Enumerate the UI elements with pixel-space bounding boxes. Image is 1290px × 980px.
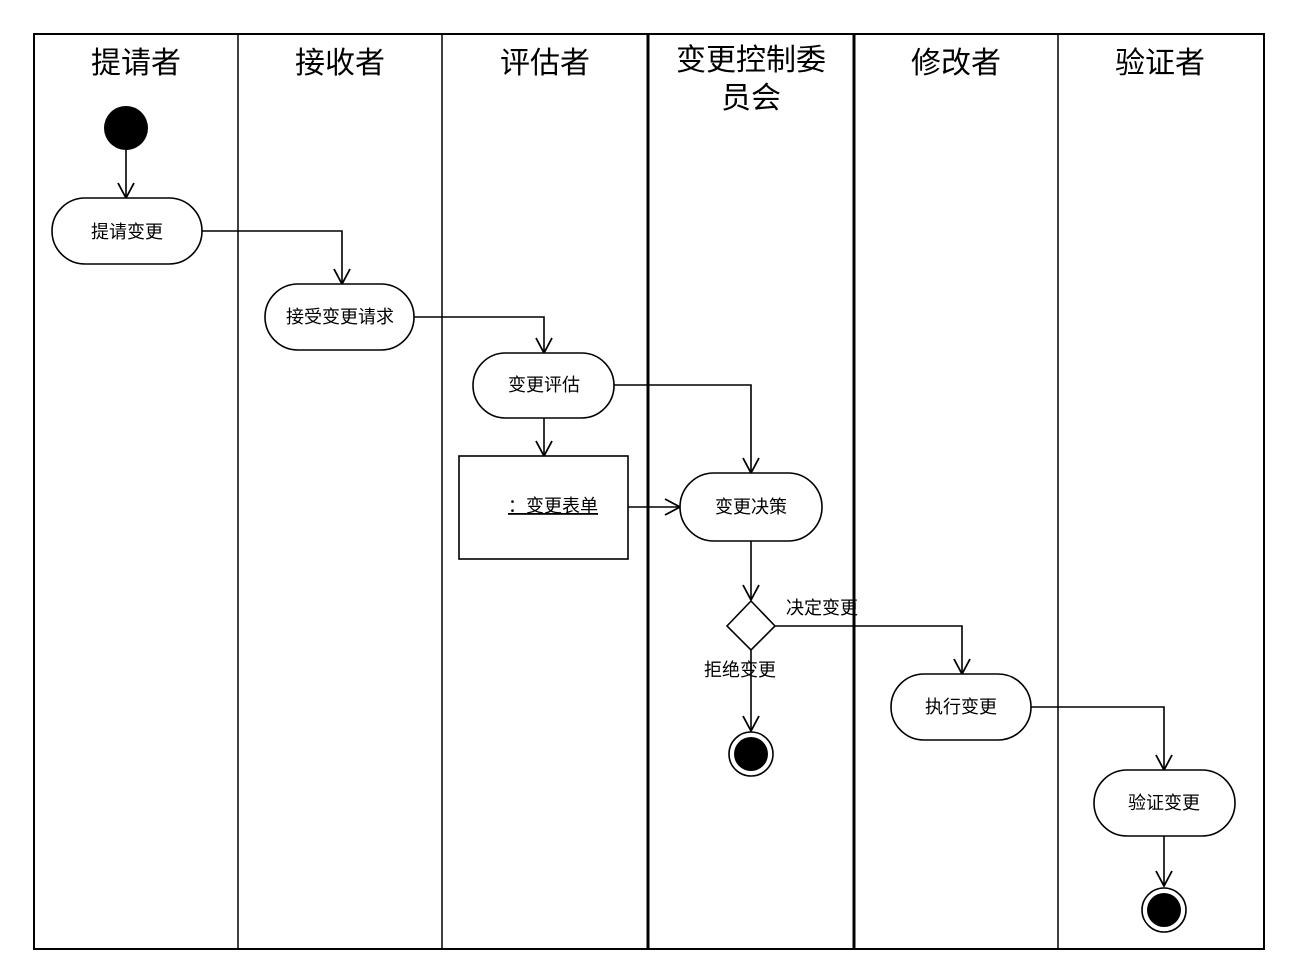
final-node-verified: [1141, 887, 1187, 933]
action-submit-change-label: 提请变更: [91, 222, 163, 243]
action-change-evaluation-label: 变更评估: [508, 375, 580, 396]
flow-accept-to-evaluation: [414, 316, 553, 355]
action-change-decision-label: 变更决策: [715, 497, 787, 518]
action-accept-request: 接受变更请求: [264, 283, 415, 351]
lane-title-requester: 提请者: [91, 46, 181, 81]
action-submit-change: 提请变更: [51, 197, 203, 265]
gateway-label-approve: 决定变更: [786, 598, 858, 619]
action-execute-change: 执行变更: [890, 673, 1032, 741]
gateway-label-reject: 拒绝变更: [704, 660, 776, 681]
initial-node: [104, 106, 148, 150]
lane-title-verifier: 验证者: [1115, 46, 1205, 81]
lane-title-ccb-line-2: 员会: [721, 81, 781, 116]
flow-submit-to-accept: [202, 230, 351, 286]
object-change-form: ：变更表单: [458, 455, 629, 560]
flow-evaluation-to-decision: [614, 384, 760, 475]
flow-execute-to-verify: [1031, 706, 1173, 772]
action-accept-request-label: 接受变更请求: [286, 307, 394, 328]
lane-title-modifier: 修改者: [911, 46, 1001, 81]
action-change-decision: 变更决策: [679, 472, 823, 542]
decision-gateway: [725, 599, 777, 652]
lane-title-evaluator: 评估者: [500, 46, 590, 81]
action-change-evaluation: 变更评估: [472, 352, 615, 419]
object-change-form-label: ：变更表单: [508, 496, 598, 517]
action-execute-change-label: 执行变更: [925, 697, 997, 718]
action-verify-change-label: 验证变更: [1128, 793, 1200, 814]
flow-gateway-to-execute: [775, 625, 971, 676]
lane-title-receiver: 接收者: [295, 46, 385, 81]
lane-title-ccb-line-1: 变更控制委: [676, 43, 826, 78]
action-verify-change: 验证变更: [1093, 769, 1236, 837]
final-node-rejected: [728, 731, 774, 777]
